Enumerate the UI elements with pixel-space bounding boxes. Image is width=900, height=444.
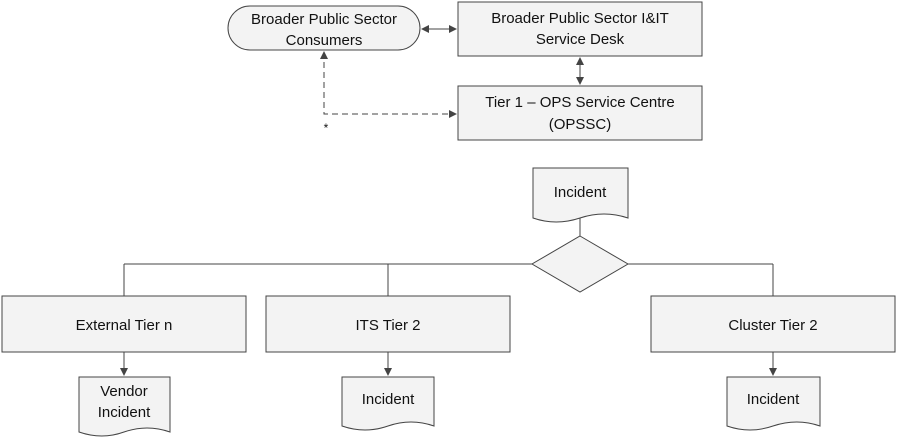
opssc-line1: Tier 1 – OPS Service Centre xyxy=(485,94,675,111)
external-tier-node: External Tier n xyxy=(1,295,247,353)
cluster-tier-node: Cluster Tier 2 xyxy=(650,295,896,353)
consumers-line1: Broader Public Sector xyxy=(251,11,397,28)
cluster-tier-label: Cluster Tier 2 xyxy=(728,317,817,334)
vendor-incident-line2: Incident xyxy=(98,404,151,421)
its-tier-label: ITS Tier 2 xyxy=(355,317,420,334)
service-desk-line1: Broader Public Sector I&IT xyxy=(491,10,669,27)
its-tier-node: ITS Tier 2 xyxy=(265,295,511,353)
consumers-node: Broader Public Sector Consumers xyxy=(227,5,421,51)
vendor-incident-document: Vendor Incident xyxy=(78,376,171,437)
its-incident-document: Incident xyxy=(341,376,435,431)
vendor-incident-line1: Vendor xyxy=(100,383,148,400)
service-desk-node: Broader Public Sector I&IT Service Desk xyxy=(457,1,703,57)
consumers-opssc-dashed-connector xyxy=(320,51,457,118)
asterisk-note: * xyxy=(324,121,329,135)
opssc-line2: (OPSSC) xyxy=(549,116,612,133)
opssc-node: Tier 1 – OPS Service Centre (OPSSC) xyxy=(457,85,703,141)
decision-diamond xyxy=(531,235,629,293)
incident-top-document: Incident xyxy=(532,167,629,223)
its-incident-label: Incident xyxy=(362,391,415,408)
consumers-line2: Consumers xyxy=(286,32,363,49)
incident-top-label: Incident xyxy=(554,184,607,201)
cluster-incident-document: Incident xyxy=(726,376,821,431)
external-tier-label: External Tier n xyxy=(76,317,173,334)
cluster-incident-label: Incident xyxy=(747,391,800,408)
service-desk-line2: Service Desk xyxy=(536,31,625,48)
